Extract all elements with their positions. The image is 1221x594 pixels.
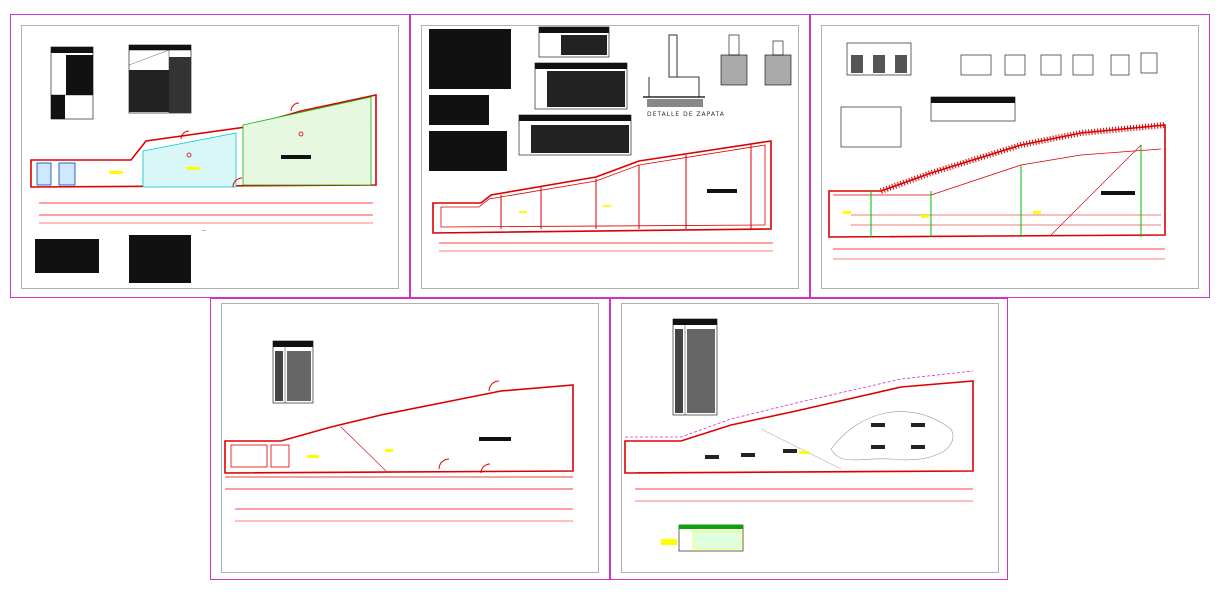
electrical-icon	[624, 318, 974, 552]
structural-notes	[427, 27, 511, 171]
sheet-foundation-plan[interactable]: DETALLE DE ZAPATA	[410, 14, 810, 298]
room-schedule-table	[128, 44, 192, 114]
electrical-legend	[672, 318, 718, 416]
footing-tables	[518, 26, 632, 156]
footing-detail	[643, 34, 792, 107]
load-table	[661, 524, 744, 552]
sheet-frame	[221, 303, 599, 573]
sheet-floor-finish-plan[interactable]: —	[10, 14, 410, 298]
roof-plan-drawing	[828, 122, 1166, 260]
architectural-plan-drawing	[224, 380, 574, 522]
roof-framing-icon	[828, 42, 1166, 260]
sheet-architectural-plan[interactable]	[210, 298, 610, 580]
foundation-icon	[427, 26, 792, 252]
symbol-legend	[272, 340, 314, 404]
svg-text:—: —	[201, 228, 206, 234]
footing-detail-caption: DETALLE DE ZAPATA	[647, 111, 725, 118]
sheet-frame	[421, 25, 799, 289]
sheet-electrical-plan[interactable]	[610, 298, 1008, 580]
architecture-icon	[224, 340, 574, 522]
finish-schedule-table	[50, 46, 94, 120]
floor-plan-icon: —	[30, 44, 377, 283]
electrical-plan-drawing	[624, 370, 974, 502]
sheet-frame	[821, 25, 1199, 289]
general-notes	[35, 235, 191, 283]
floor-plan-drawing: —	[30, 94, 377, 234]
sheet-frame	[621, 303, 999, 573]
sheet-frame	[21, 25, 399, 289]
section-details	[840, 42, 1158, 148]
sheet-roof-framing-plan[interactable]	[810, 14, 1210, 298]
foundation-plan-drawing	[432, 140, 773, 252]
